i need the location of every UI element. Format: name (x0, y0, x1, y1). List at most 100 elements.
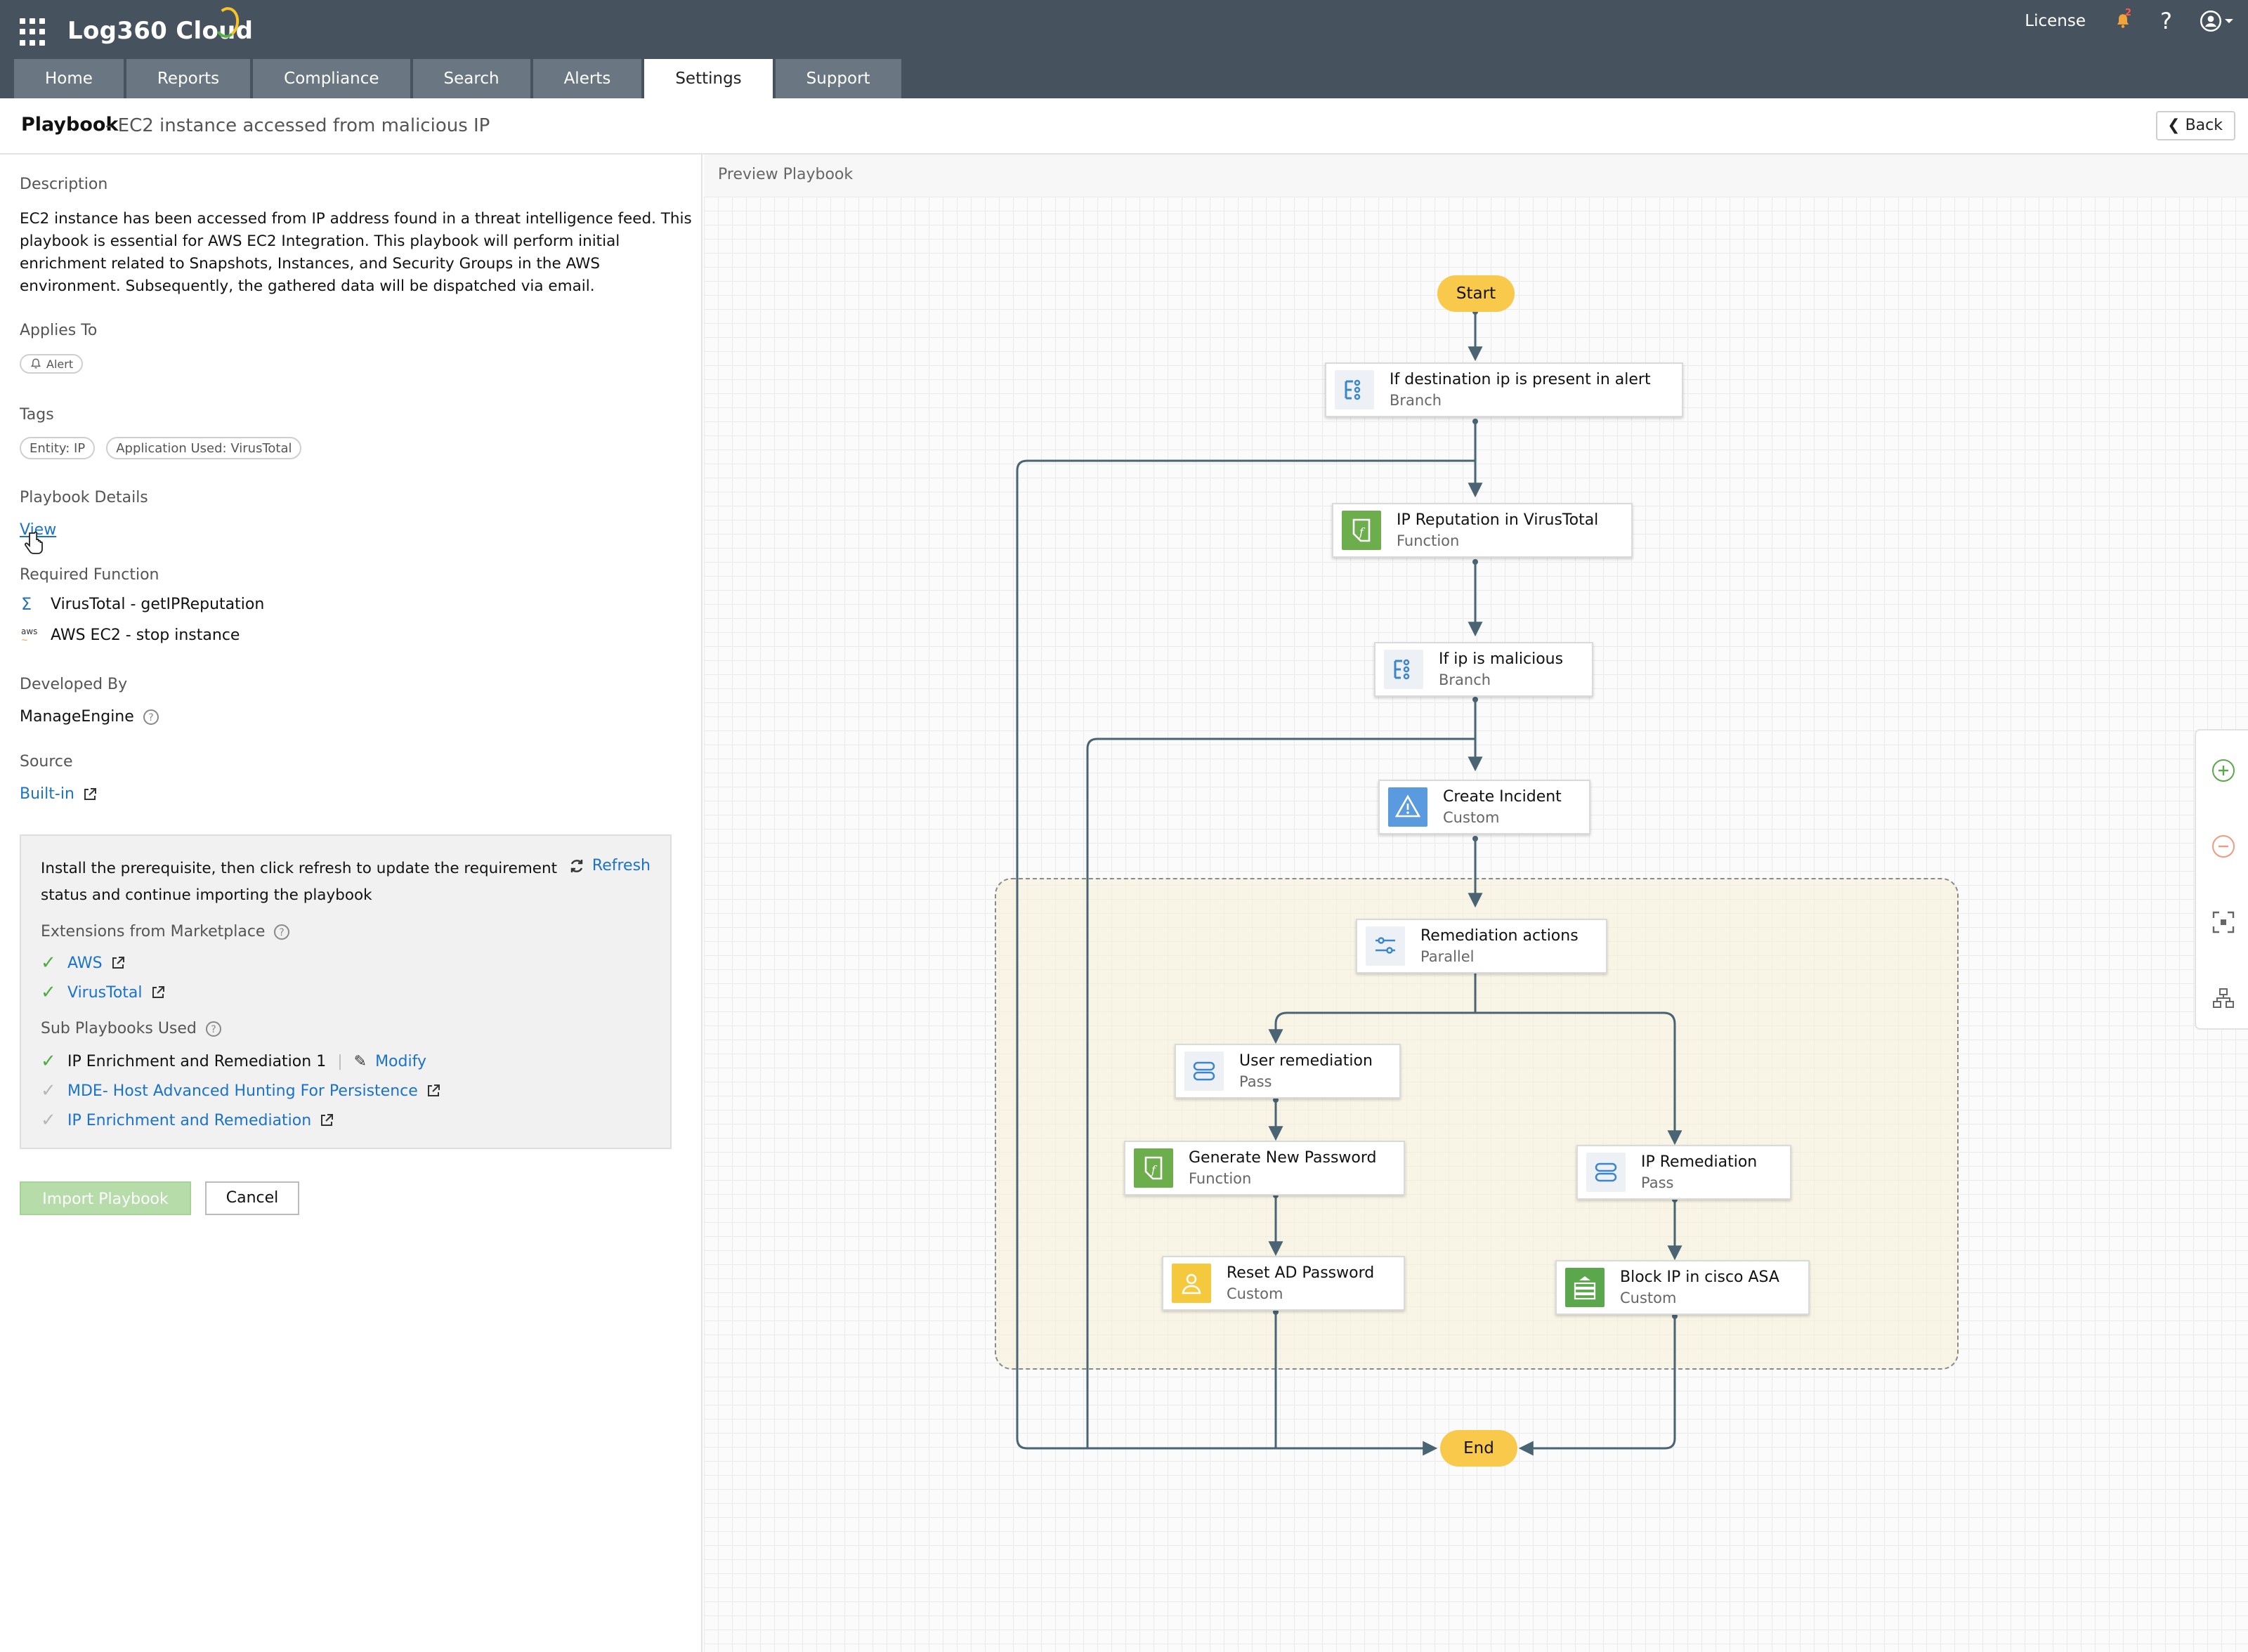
fit-to-screen-icon[interactable] (2211, 910, 2235, 934)
node-title: If destination ip is present in alert (1390, 371, 1651, 388)
source-link[interactable]: Built-in (20, 785, 97, 803)
firewall-icon (1565, 1268, 1605, 1307)
tab-alerts[interactable]: Alerts (532, 59, 642, 98)
tags-label: Tags (20, 406, 54, 424)
svg-text:?: ? (211, 1024, 216, 1035)
tab-support[interactable]: Support (775, 59, 901, 98)
pass-icon (1586, 1153, 1626, 1192)
warning-icon (1388, 787, 1427, 827)
page-title-bar: Playbook - EC2 instance accessed from ma… (0, 98, 2248, 155)
check-icon: ✓ (41, 1080, 56, 1101)
description-text: EC2 instance has been accessed from IP a… (20, 210, 692, 295)
source-value[interactable]: Built-in (20, 785, 74, 803)
tab-search[interactable]: Search (412, 59, 530, 98)
start-node[interactable]: Start (1437, 275, 1515, 312)
license-link[interactable]: License (2025, 12, 2086, 30)
tab-settings[interactable]: Settings (644, 59, 773, 98)
sub-playbook-link[interactable]: MDE- Host Advanced Hunting For Persisten… (67, 1082, 418, 1100)
tag-chip: Entity: IP (20, 437, 96, 459)
modify-link[interactable]: Modify (375, 1052, 426, 1070)
node-title: IP Remediation (1641, 1153, 1758, 1171)
back-button[interactable]: ❮ Back (2156, 111, 2235, 140)
svg-text:f: f (1359, 525, 1366, 539)
prerequisite-message: Install the prerequisite, then click ref… (41, 860, 558, 904)
help-circle-icon[interactable]: ? (205, 1021, 222, 1037)
external-link-icon[interactable] (320, 1113, 334, 1127)
check-icon: ✓ (41, 982, 56, 1003)
refresh-button[interactable]: Refresh (568, 857, 651, 874)
user-menu[interactable] (2200, 11, 2234, 32)
node-type: Branch (1390, 392, 1442, 409)
sub-playbook-item: ✓ IP Enrichment and Remediation (41, 1110, 334, 1131)
description-label: Description (20, 176, 108, 193)
external-link-icon (84, 787, 96, 800)
chevron-left-icon: ❮ (2167, 117, 2181, 134)
developed-by-label: Developed By (20, 676, 128, 693)
connector (1086, 738, 1475, 1448)
extension-item: ✓ VirusTotal (41, 982, 165, 1003)
tab-reports[interactable]: Reports (126, 59, 251, 98)
main-tabs: Home Reports Compliance Search Alerts Se… (14, 59, 901, 98)
page-subtitle: - EC2 instance accessed from malicious I… (105, 115, 490, 136)
cancel-button[interactable]: Cancel (205, 1181, 299, 1215)
playbook-details-label: Playbook Details (20, 489, 148, 506)
connector (1274, 1312, 1435, 1450)
external-link-icon[interactable] (426, 1084, 440, 1098)
extensions-label: Extensions from Marketplace (41, 923, 266, 940)
import-playbook-button[interactable]: Import Playbook (20, 1181, 191, 1215)
pencil-icon: ✎ (353, 1052, 367, 1070)
function-label: VirusTotal - getIPReputation (51, 595, 265, 613)
notification-bell-icon[interactable]: 2 (2114, 8, 2132, 30)
help-circle-icon[interactable]: ? (143, 709, 159, 726)
bell-icon (31, 358, 41, 369)
pass-icon (1184, 1051, 1224, 1091)
node-type: Custom (1620, 1290, 1677, 1306)
preview-playbook-label: Preview Playbook (718, 166, 854, 183)
view-details-link[interactable]: View (20, 521, 57, 539)
connector (1016, 459, 1475, 1456)
required-function-item: Σ VirusTotal - getIPReputation (21, 594, 264, 614)
extension-link[interactable]: AWS (67, 954, 103, 972)
function-icon: f (1134, 1148, 1173, 1188)
end-node[interactable]: End (1440, 1430, 1517, 1467)
header-actions: License 2 ? (2025, 7, 2234, 35)
sub-playbook-link[interactable]: IP Enrichment and Remediation (67, 1111, 312, 1129)
aws-icon: aws∼ (21, 626, 38, 645)
layout-icon[interactable] (2211, 986, 2235, 1010)
sub-playbooks-label: Sub Playbooks Used (41, 1020, 197, 1037)
tab-compliance[interactable]: Compliance (253, 59, 410, 98)
sub-playbooks-heading: Sub Playbooks Used ? (41, 1020, 222, 1037)
external-link-icon[interactable] (111, 956, 125, 970)
function-label: AWS EC2 - stop instance (51, 627, 240, 644)
tab-home[interactable]: Home (14, 59, 124, 98)
back-label: Back (2185, 117, 2223, 134)
developed-by-value: ManageEngine (20, 708, 134, 726)
node-type: Parallel (1420, 948, 1475, 965)
sub-playbook-item: ✓ MDE- Host Advanced Hunting For Persist… (41, 1080, 440, 1101)
node-title: If ip is malicious (1439, 650, 1564, 668)
zoom-in-icon[interactable] (2211, 759, 2235, 782)
user-icon (1172, 1264, 1211, 1303)
svg-text:?: ? (148, 712, 153, 723)
applies-to-label: Applies To (20, 322, 98, 339)
extension-link[interactable]: VirusTotal (67, 983, 143, 1002)
connector (1268, 1011, 1475, 1044)
zoom-out-icon[interactable] (2211, 834, 2235, 858)
tags-list: Entity: IP Application Used: VirusTotal (20, 437, 302, 459)
help-icon[interactable]: ? (2160, 8, 2172, 34)
hand-cursor-icon (25, 531, 43, 554)
parallel-icon (1366, 926, 1405, 966)
app-grid-icon[interactable] (20, 18, 48, 46)
external-link-icon[interactable] (151, 985, 165, 999)
help-circle-icon[interactable]: ? (273, 924, 290, 940)
